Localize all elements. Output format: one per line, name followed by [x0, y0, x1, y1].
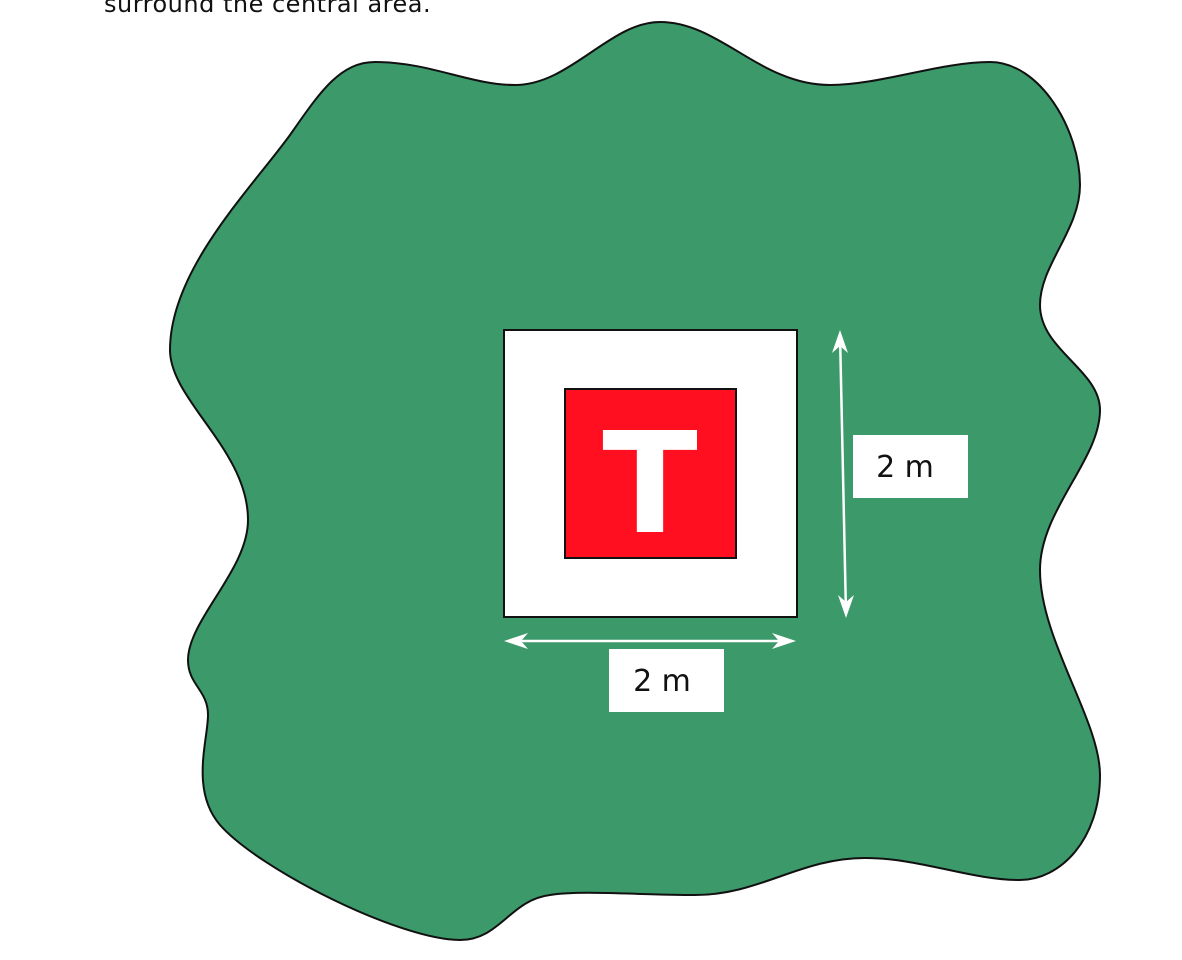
height-arrow [832, 330, 854, 618]
height-label: 2 m [876, 450, 934, 485]
width-label: 2 m [633, 664, 691, 699]
marker-letter-t: T [602, 403, 698, 566]
width-arrow [504, 633, 796, 649]
height-label-box [853, 435, 968, 498]
caption-text: surround the central area. [104, 0, 432, 18]
marker-inner-square [564, 388, 737, 559]
width-label-box [609, 649, 724, 712]
